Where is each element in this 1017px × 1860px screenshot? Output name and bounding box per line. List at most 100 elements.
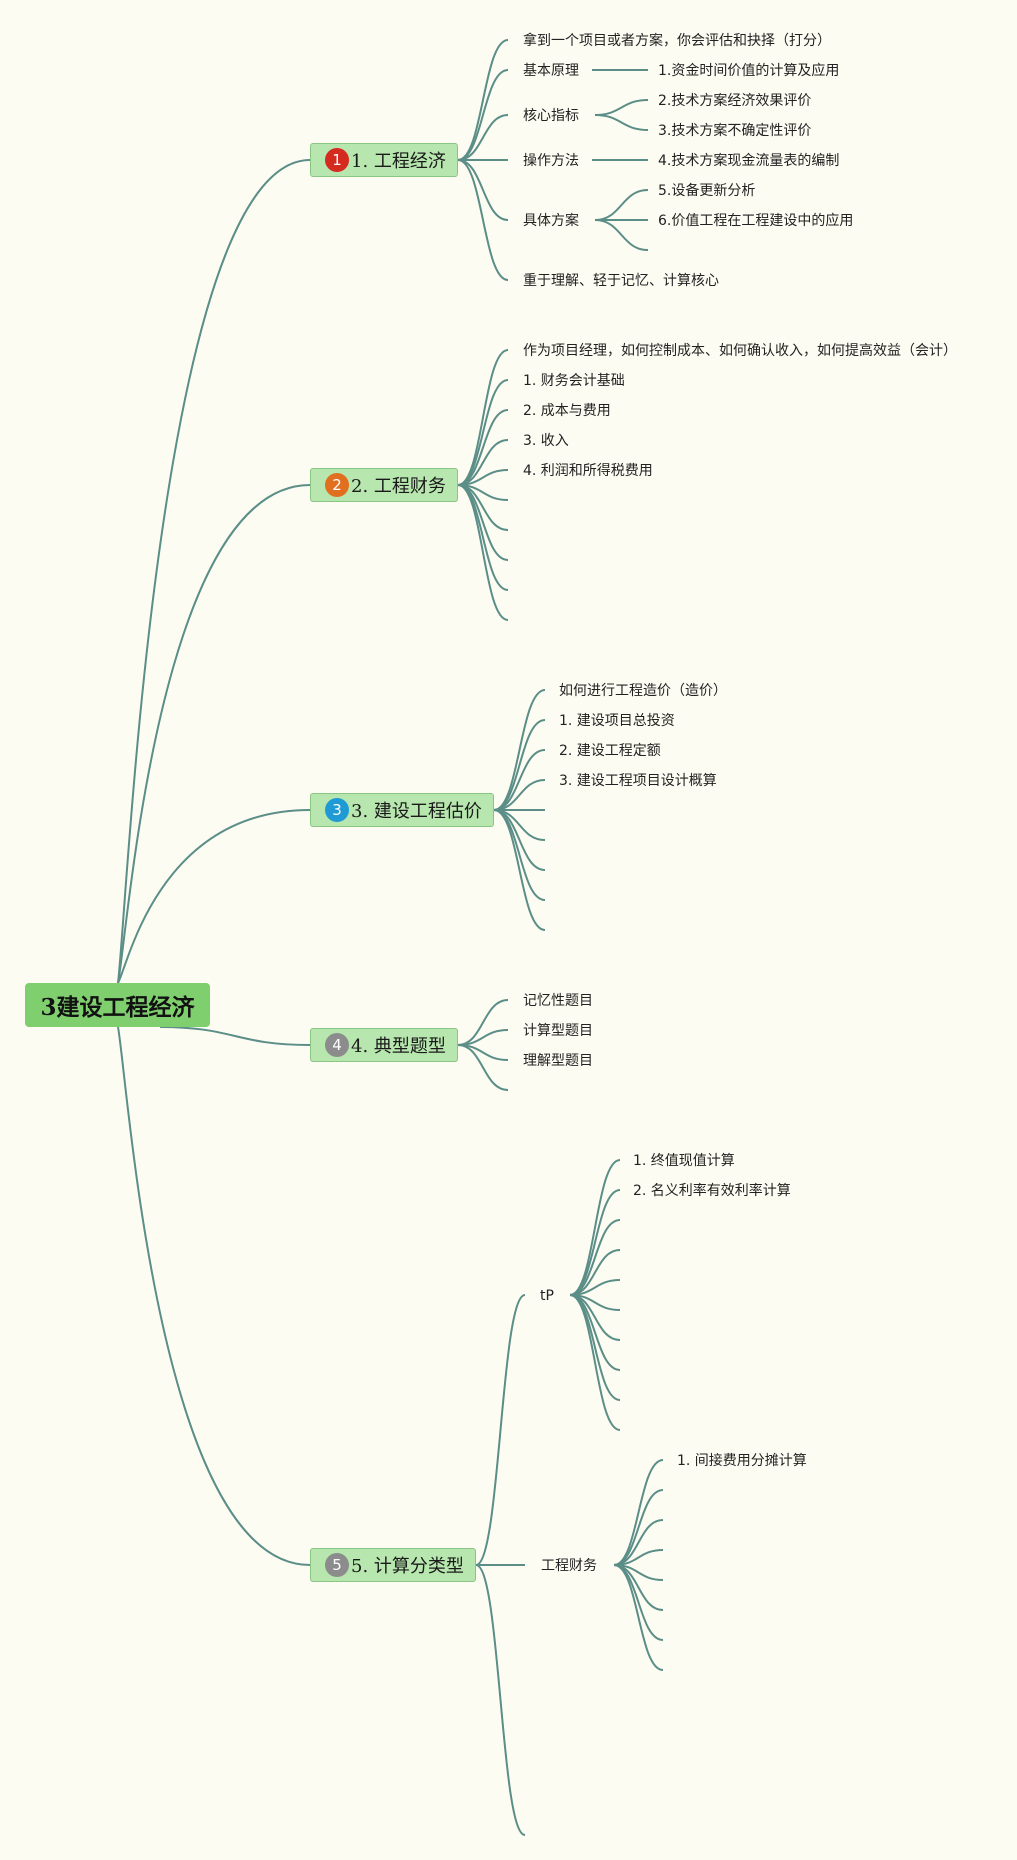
topic-intro[interactable]: 拿到一个项目或者方案，你会评估和抉择（打分） [523, 33, 831, 49]
connector-line [613, 1564, 664, 1641]
subtopic-tp[interactable]: tP [540, 1288, 554, 1304]
connector-line [569, 1294, 621, 1341]
list-item[interactable]: 1. 间接费用分摊计算 [677, 1453, 807, 1469]
connector-line [493, 779, 546, 811]
list-item[interactable]: 2.技术方案经济效果评价 [658, 93, 812, 109]
connector-line [457, 379, 509, 486]
connector-line [569, 1294, 621, 1431]
subtopic-engineering-finance[interactable]: 工程财务 [541, 1558, 597, 1574]
connector-line [457, 484, 509, 591]
priority-5-icon: 5 [325, 1553, 349, 1577]
connector-line [493, 809, 546, 931]
root-connector-line [117, 484, 311, 984]
root-connector-line [117, 1026, 311, 1566]
topic-operation-method[interactable]: 操作方法 [523, 153, 579, 169]
connector-line [569, 1219, 621, 1296]
list-item[interactable]: 1. 终值现值计算 [633, 1153, 735, 1169]
connector-line [569, 1159, 621, 1296]
connector-line [457, 409, 509, 486]
connector-line [613, 1459, 664, 1566]
list-item[interactable]: 5.设备更新分析 [658, 183, 756, 199]
connector-line [613, 1564, 664, 1671]
connector-line [493, 749, 546, 811]
list-item[interactable]: 2. 建设工程定额 [559, 743, 661, 759]
connector-line [457, 1029, 509, 1046]
list-item[interactable]: 1. 建设项目总投资 [559, 713, 675, 729]
connector-line [457, 159, 509, 221]
branch-cost-estimation[interactable]: 3 3. 建设工程估价 [310, 793, 494, 827]
connector-line [457, 159, 509, 281]
connector-line [457, 39, 509, 161]
connector-line [493, 809, 546, 841]
connector-line [493, 719, 546, 811]
list-item[interactable]: 记忆性题目 [523, 993, 593, 1009]
list-item[interactable]: 2. 名义利率有效利率计算 [633, 1183, 791, 1199]
connector-line [493, 809, 546, 901]
connector-line [613, 1564, 664, 1611]
list-item[interactable]: 4.技术方案现金流量表的编制 [658, 153, 840, 169]
connector-line [457, 69, 509, 161]
branch-typical-questions[interactable]: 4 4. 典型题型 [310, 1028, 458, 1062]
connector-line [457, 469, 509, 486]
list-item[interactable]: 如何进行工程造价（造价） [559, 683, 727, 699]
list-item[interactable]: 1. 财务会计基础 [523, 373, 625, 389]
connector-line [457, 1044, 509, 1061]
topic-basic-principle[interactable]: 基本原理 [523, 63, 579, 79]
priority-1-icon: 1 [325, 148, 349, 172]
connector-line [493, 689, 546, 811]
topic-core-indicators[interactable]: 核心指标 [523, 108, 579, 124]
list-item[interactable]: 3. 收入 [523, 433, 569, 449]
connector-line [594, 114, 649, 131]
connector-line [569, 1279, 621, 1296]
list-item[interactable]: 4. 利润和所得税费用 [523, 463, 653, 479]
connector-line [457, 484, 509, 621]
connector-line [569, 1294, 621, 1401]
priority-3-icon: 3 [325, 798, 349, 822]
connector-line [493, 809, 546, 871]
connector-line [569, 1294, 621, 1311]
branch-calculation-types[interactable]: 5 5. 计算分类型 [310, 1548, 476, 1582]
priority-4-icon: 4 [325, 1033, 349, 1057]
branch-label: 1. 工程经济 [351, 151, 446, 172]
list-item[interactable]: 3.技术方案不确定性评价 [658, 123, 812, 139]
list-item[interactable]: 3. 建设工程项目设计概算 [559, 773, 717, 789]
connector-line [594, 189, 649, 221]
connector-line [457, 484, 509, 531]
connector-line [594, 99, 649, 116]
connector-line [457, 439, 509, 486]
list-item[interactable]: 作为项目经理，如何控制成本、如何确认收入，如何提高效益（会计） [523, 343, 957, 359]
list-item[interactable]: 计算型题目 [523, 1023, 593, 1039]
root-topic[interactable]: 3建设工程经济 [25, 983, 210, 1027]
connector-line [457, 349, 509, 486]
connector-line [613, 1564, 664, 1581]
root-connector-line [117, 159, 311, 984]
connector-line [475, 1294, 526, 1566]
root-connector-line [117, 809, 311, 984]
connector-line [457, 114, 509, 161]
connector-line [569, 1294, 621, 1371]
connector-line [569, 1189, 621, 1296]
connector-line [457, 1044, 509, 1091]
root-connector-line [159, 1026, 311, 1046]
connector-line [613, 1489, 664, 1566]
branch-engineering-economics[interactable]: 1 1. 工程经济 [310, 143, 458, 177]
branch-engineering-finance[interactable]: 2 2. 工程财务 [310, 468, 458, 502]
list-item[interactable]: 理解型题目 [523, 1053, 593, 1069]
connector-line [613, 1519, 664, 1566]
list-item[interactable]: 6.价值工程在工程建设中的应用 [658, 213, 854, 229]
connector-line [475, 1564, 526, 1836]
branch-label: 2. 工程财务 [351, 476, 446, 497]
list-item[interactable]: 2. 成本与费用 [523, 403, 611, 419]
connector-line [613, 1549, 664, 1566]
list-item[interactable]: 1.资金时间价值的计算及应用 [658, 63, 840, 79]
connector-line [457, 999, 509, 1046]
branch-label: 5. 计算分类型 [351, 1556, 464, 1577]
topic-specific-plan[interactable]: 具体方案 [523, 213, 579, 229]
branch-label: 3. 建设工程估价 [351, 801, 482, 822]
priority-2-icon: 2 [325, 473, 349, 497]
topic-focus[interactable]: 重于理解、轻于记忆、计算核心 [523, 273, 719, 289]
connector-line [594, 219, 649, 251]
connector-line [569, 1249, 621, 1296]
connector-line [457, 484, 509, 561]
